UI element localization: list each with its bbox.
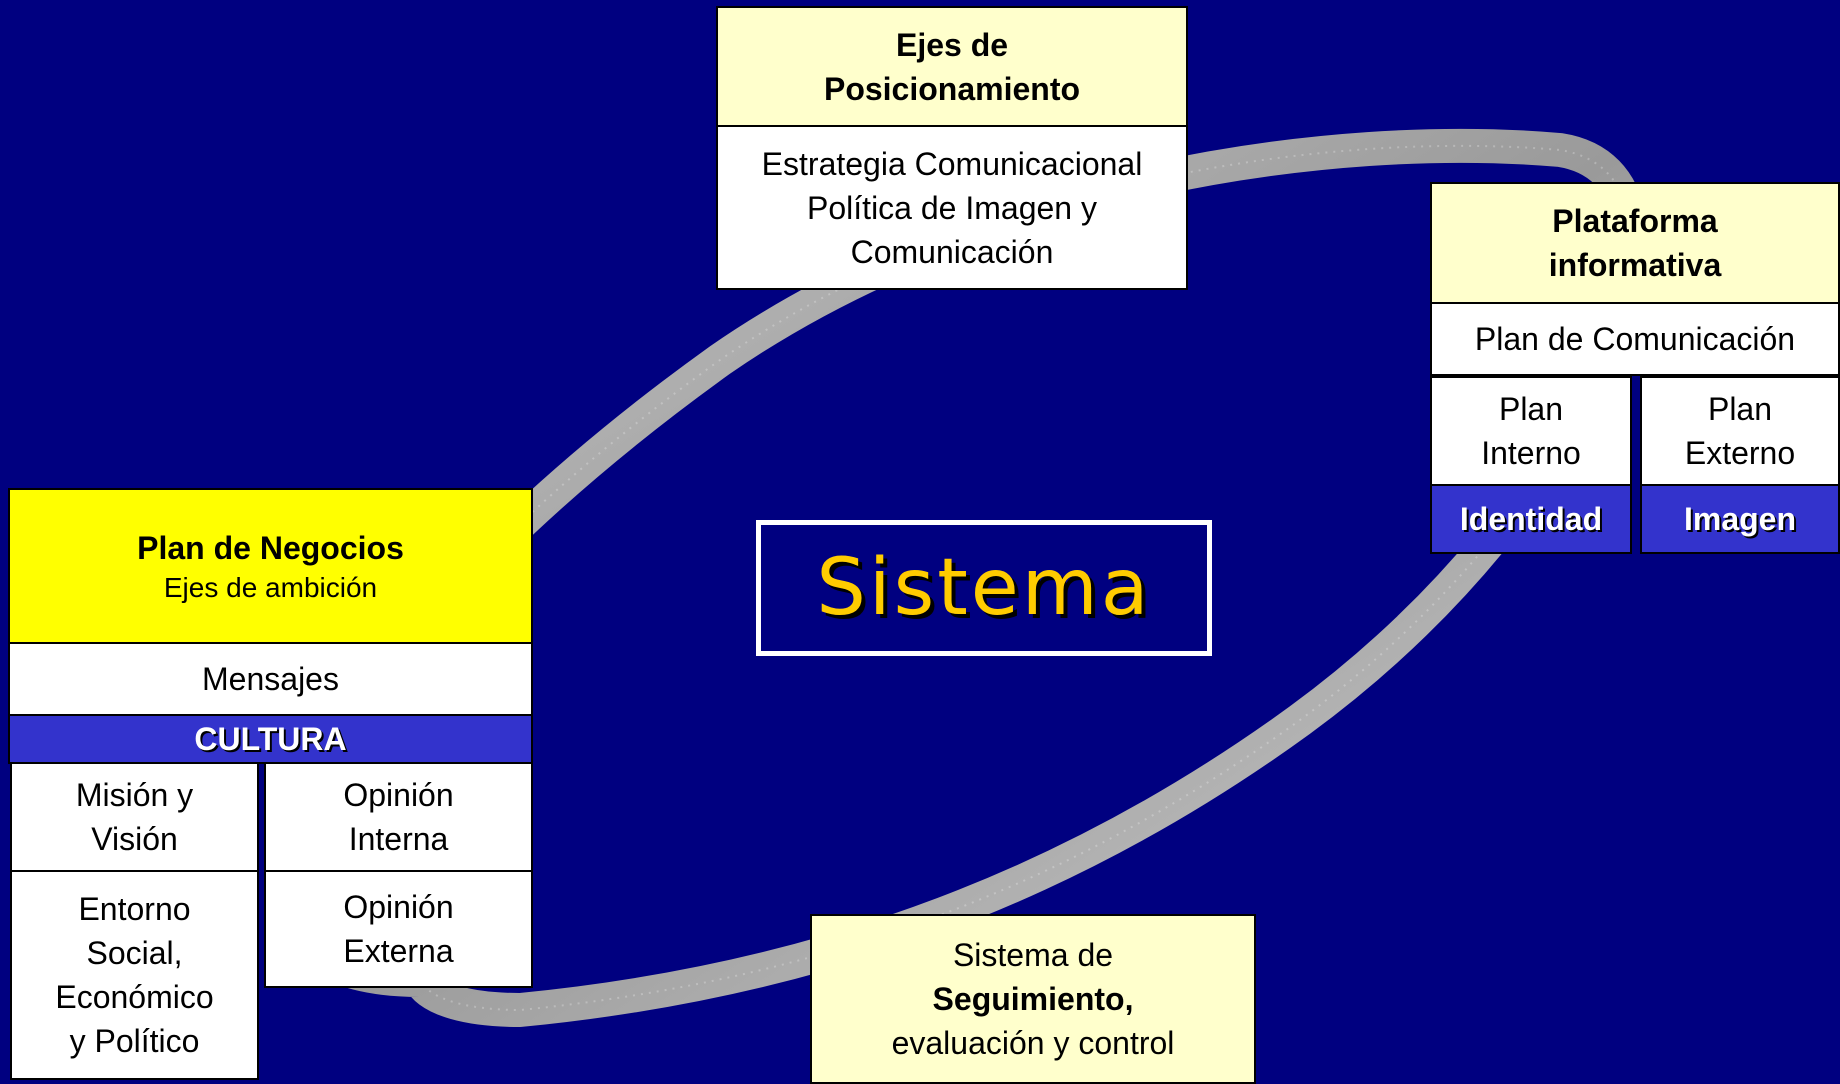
plan-comunicacion-label: Plan de Comunicación: [1474, 321, 1796, 357]
entorno-line1: Entorno: [78, 891, 191, 927]
opinion-externa-box: Opinión Externa: [264, 870, 533, 988]
plan-externo-line2: Externo: [1684, 435, 1796, 471]
entorno-box: Entorno Social, Económico y Político: [10, 870, 259, 1080]
ejes-body-line1: Estrategia Comunicacional: [761, 145, 1143, 182]
ejes-body-box: Estrategia Comunicacional Política de Im…: [716, 125, 1188, 290]
seguimiento-box: Sistema de Seguimiento, evaluación y con…: [810, 914, 1256, 1084]
plan-interno-line2: Interno: [1481, 435, 1581, 471]
ejes-title-box: Ejes de Posicionamiento: [716, 6, 1188, 127]
opinion-interna-box: Opinión Interna: [264, 762, 533, 872]
opinion-interna-line1: Opinión: [343, 777, 454, 813]
entorno-line4: y Político: [69, 1023, 200, 1059]
ejes-body-line3: Comunicación: [850, 233, 1054, 270]
plan-interno-line1: Plan: [1498, 391, 1564, 427]
negocios-title: Plan de Negocios: [137, 530, 404, 566]
plataforma-title-line1: Plataforma: [1552, 203, 1718, 239]
mensajes-label: Mensajes: [202, 661, 339, 697]
negocios-title-box: Plan de Negocios Ejes de ambición: [8, 488, 533, 644]
entorno-line2: Social,: [86, 935, 183, 971]
plataforma-title-box: Plataforma informativa: [1430, 182, 1840, 304]
sistema-label: Sistema: [816, 543, 1152, 633]
entorno-line3: Económico: [55, 979, 214, 1015]
ejes-title-line1: Ejes de: [895, 26, 1009, 63]
plan-externo-line1: Plan: [1707, 391, 1773, 427]
identidad-label: Identidad: [1459, 501, 1603, 537]
opinion-interna-line2: Interna: [348, 821, 449, 857]
negocios-subtitle: Ejes de ambición: [163, 572, 378, 603]
ejes-title-line2: Posicionamiento: [823, 70, 1081, 107]
mensajes-box: Mensajes: [8, 642, 533, 716]
cultura-box: CULTURA: [8, 714, 533, 764]
cultura-label: CULTURA: [194, 721, 347, 757]
seguimiento-line1: Sistema de: [952, 937, 1114, 973]
mision-line1: Misión y: [75, 777, 194, 813]
sistema-center-box: Sistema: [756, 520, 1212, 656]
opinion-externa-line2: Externa: [343, 933, 454, 969]
seguimiento-line3: evaluación y control: [891, 1025, 1175, 1061]
plan-comunicacion-box: Plan de Comunicación: [1430, 302, 1840, 376]
plan-externo-box: Plan Externo: [1640, 376, 1840, 486]
opinion-externa-line1: Opinión: [343, 889, 454, 925]
plan-interno-box: Plan Interno: [1430, 376, 1632, 486]
ejes-body-line2: Política de Imagen y: [807, 189, 1097, 226]
plataforma-title-line2: informativa: [1548, 247, 1722, 283]
mision-line2: Visión: [91, 821, 178, 857]
imagen-label: Imagen: [1683, 501, 1797, 537]
identidad-box: Identidad: [1430, 484, 1632, 554]
imagen-box: Imagen: [1640, 484, 1840, 554]
seguimiento-line2: Seguimiento,: [932, 981, 1134, 1017]
mision-box: Misión y Visión: [10, 762, 259, 872]
